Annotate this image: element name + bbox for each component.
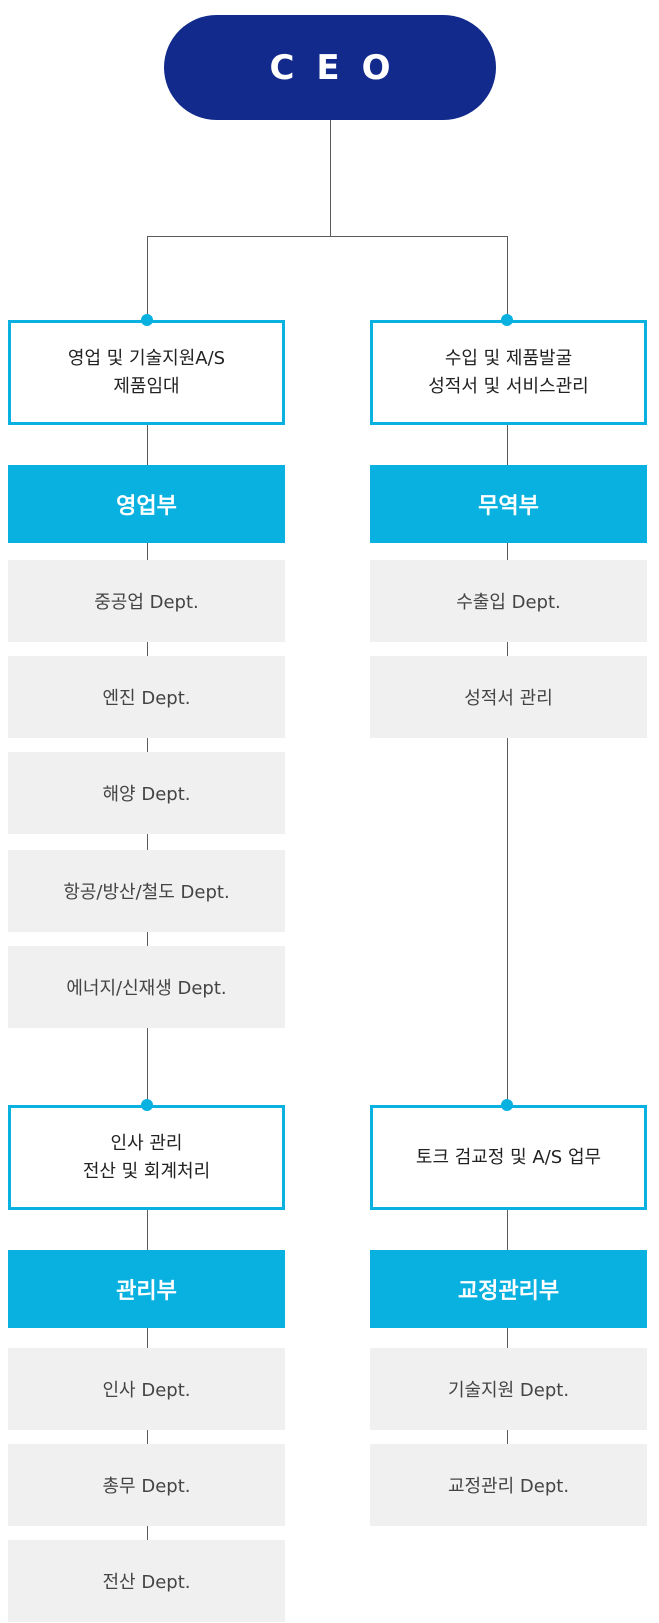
- department-header: 관리부: [8, 1250, 285, 1328]
- connector-line: [507, 236, 508, 320]
- sub-department-item: 전산 Dept.: [8, 1540, 285, 1622]
- sub-department-item: 교정관리 Dept.: [370, 1444, 647, 1526]
- description-text: 전산 및 회계처리: [82, 1160, 211, 1182]
- department-header: 영업부: [8, 465, 285, 543]
- sub-department-item: 기술지원 Dept.: [370, 1348, 647, 1430]
- description-text: 제품임대: [113, 375, 180, 397]
- connector-dot: [501, 314, 513, 326]
- sub-department-item: 수출입 Dept.: [370, 560, 647, 642]
- sub-department-item: 해양 Dept.: [8, 752, 285, 834]
- connector-dot: [141, 1099, 153, 1111]
- sub-department-item: 엔진 Dept.: [8, 656, 285, 738]
- description-text: 영업 및 기술지원A/S: [67, 347, 226, 369]
- connector-line: [147, 236, 508, 237]
- description-text: 수입 및 제품발굴: [444, 347, 573, 369]
- department-header: 교정관리부: [370, 1250, 647, 1328]
- connector-dot: [141, 314, 153, 326]
- description-box: 토크 검교정 및 A/S 업무: [370, 1105, 647, 1210]
- sub-department-item: 성적서 관리: [370, 656, 647, 738]
- ceo-label: CEO: [269, 47, 413, 88]
- sub-department-item: 항공/방산/철도 Dept.: [8, 850, 285, 932]
- department-header: 무역부: [370, 465, 647, 543]
- connector-line: [147, 236, 148, 320]
- ceo-box: CEO: [164, 15, 496, 120]
- connector-line: [330, 120, 331, 236]
- sub-department-item: 에너지/신재생 Dept.: [8, 946, 285, 1028]
- sub-department-item: 중공업 Dept.: [8, 560, 285, 642]
- connector-dot: [501, 1099, 513, 1111]
- description-text: 인사 관리: [110, 1132, 183, 1154]
- sub-department-item: 총무 Dept.: [8, 1444, 285, 1526]
- description-text: 토크 검교정 및 A/S 업무: [415, 1146, 602, 1168]
- description-box: 영업 및 기술지원A/S 제품임대: [8, 320, 285, 425]
- description-text: 성적서 및 서비스관리: [428, 375, 589, 397]
- sub-department-item: 인사 Dept.: [8, 1348, 285, 1430]
